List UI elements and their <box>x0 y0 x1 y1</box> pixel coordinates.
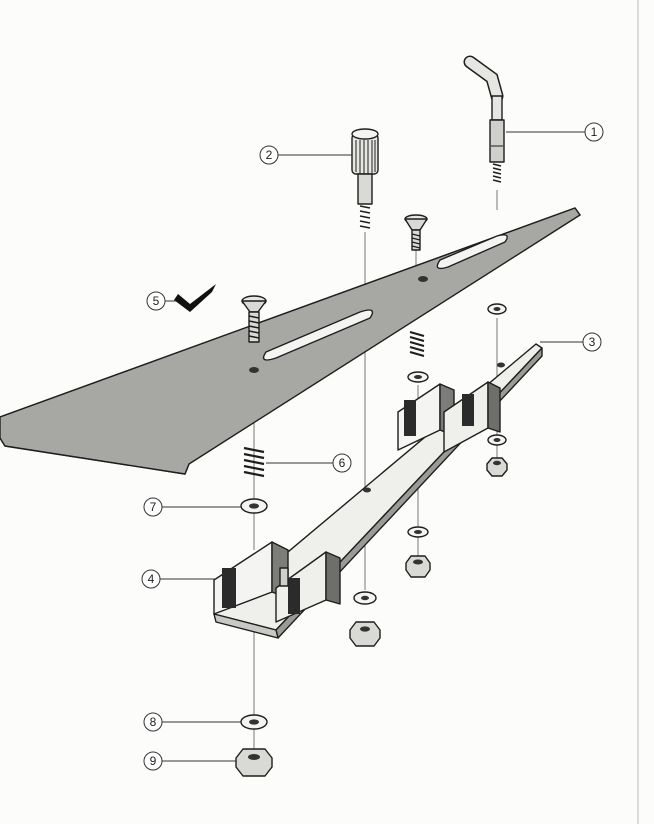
callout-label-4: 4 <box>148 572 155 586</box>
base-plate <box>0 207 581 475</box>
washer-center-lower <box>407 526 429 538</box>
callout-6: 6 <box>266 453 352 473</box>
check-mark-icon <box>174 284 216 312</box>
callout-label-2: 2 <box>266 148 273 162</box>
callouts: 1 2 3 4 5 6 7 <box>141 122 604 771</box>
hex-nuts <box>235 457 508 777</box>
callout-2: 2 <box>259 145 352 165</box>
washer-bottom <box>240 714 268 730</box>
plate-slots <box>262 234 508 361</box>
washer-upper-right <box>487 303 507 315</box>
washers <box>240 303 507 730</box>
callout-5: 5 <box>146 291 176 311</box>
countersunk-screw-upper <box>404 214 428 251</box>
rail-bracket-upper <box>397 381 501 453</box>
callout-label-6: 6 <box>339 456 346 470</box>
callout-8: 8 <box>143 712 241 732</box>
hex-nut-center <box>349 621 381 647</box>
callout-label-7: 7 <box>150 500 157 514</box>
washer-right-lower <box>487 434 507 446</box>
callout-label-5: 5 <box>153 294 160 308</box>
hex-nut-mid <box>405 555 431 578</box>
callout-label-8: 8 <box>150 715 157 729</box>
washer-center <box>353 591 377 605</box>
callout-label-9: 9 <box>150 754 157 768</box>
hex-nut-right <box>486 457 508 477</box>
bent-rod-with-threaded-end <box>463 55 505 183</box>
rail-bracket <box>213 541 341 623</box>
knurled-thumb-screw <box>351 128 379 229</box>
washer-mid <box>407 371 429 383</box>
plate-holes <box>249 276 428 373</box>
countersunk-screw <box>241 295 267 343</box>
callout-1: 1 <box>506 122 604 142</box>
callout-label-3: 3 <box>589 335 596 349</box>
callout-3: 3 <box>540 332 602 352</box>
callout-9: 9 <box>143 751 236 771</box>
callout-4: 4 <box>141 569 216 589</box>
callout-7: 7 <box>143 497 241 517</box>
spring <box>243 446 265 478</box>
hex-nut <box>235 748 273 777</box>
washer <box>240 498 268 514</box>
callout-label-1: 1 <box>591 125 598 139</box>
spring-upper <box>409 331 425 357</box>
